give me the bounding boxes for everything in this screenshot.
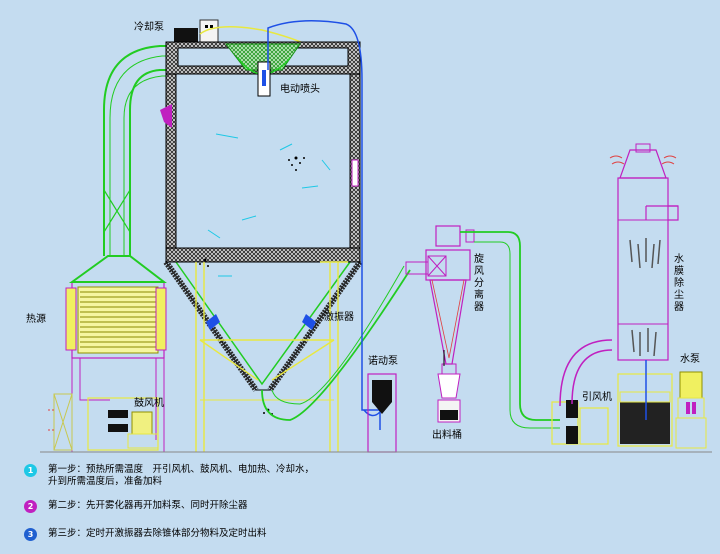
label-cyclone-separator: 旋风分离器 bbox=[474, 254, 484, 313]
blower-unit bbox=[48, 393, 159, 451]
step-3-line1: 第三步：定时开激振器去除锥体部分物料及定时出料 bbox=[48, 528, 267, 539]
hot-air-duct bbox=[103, 45, 176, 256]
peristaltic-pump-unit bbox=[367, 373, 397, 453]
step-2-badge: 2 bbox=[24, 500, 37, 513]
step-1-line2: 升到所需温度后，准备加料 bbox=[48, 476, 163, 487]
heat-source-unit bbox=[65, 255, 167, 359]
step-3-badge: 3 bbox=[24, 528, 37, 541]
label-electric-nozzle: 电动喷头 bbox=[280, 84, 320, 95]
label-blower: 鼓风机 bbox=[134, 398, 164, 409]
drying-chamber bbox=[160, 41, 363, 415]
label-water-film-dust-collector: 水膜除尘器 bbox=[674, 254, 684, 313]
label-heat-source: 热源 bbox=[26, 314, 46, 325]
label-discharge-bucket: 出料桶 bbox=[432, 430, 462, 441]
water-film-dust-collector bbox=[609, 143, 679, 447]
cyclone-separator bbox=[405, 225, 475, 423]
label-peristaltic-pump: 诺动泵 bbox=[368, 356, 398, 367]
feed-pipe bbox=[267, 20, 381, 430]
exhaust-duct bbox=[460, 231, 560, 429]
support-frame bbox=[195, 261, 348, 452]
step-1-badge: 1 bbox=[24, 464, 37, 477]
label-vibrator: 激振器 bbox=[324, 312, 354, 323]
step-2-line1: 第二步：先开雾化器再开加料泵、同时开除尘器 bbox=[48, 500, 248, 511]
label-induced-fan: 引风机 bbox=[582, 392, 612, 403]
product-duct bbox=[261, 265, 411, 421]
label-cooling-pump: 冷却泵 bbox=[134, 22, 164, 33]
water-pump-unit bbox=[675, 371, 707, 449]
step-1-line1: 第一步：预热所需温度 开引风机、鼓风机、电加热、冷却水， bbox=[48, 464, 315, 475]
label-water-pump: 水泵 bbox=[680, 354, 700, 365]
induced-fan-unit bbox=[551, 339, 613, 445]
